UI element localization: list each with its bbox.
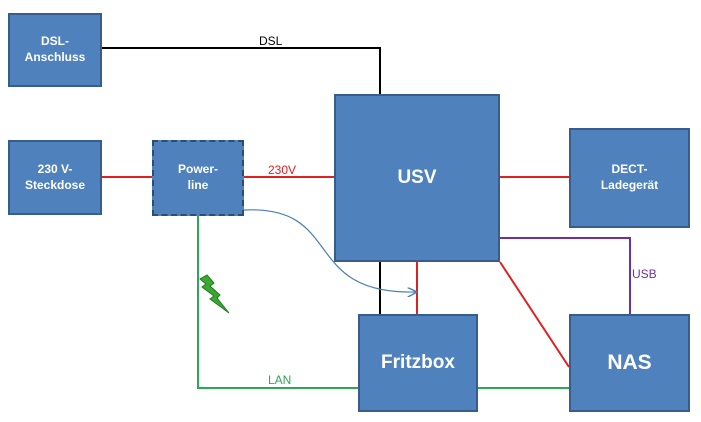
node-fritzbox-label: Fritzbox [381, 351, 455, 373]
node-usv: USV [334, 94, 500, 262]
dsl-line [102, 47, 381, 94]
node-dect-ladegeraet: DECT- Ladegerät [569, 128, 690, 228]
lan-line-powerline-fritzbox [197, 216, 358, 389]
label-usb: USB [632, 267, 657, 281]
label-dsl: DSL [259, 34, 283, 48]
label-lan: LAN [268, 373, 292, 387]
node-powerline-label: Power- line [177, 162, 218, 192]
node-dect-ladegeraet-label: DECT- Ladegerät [600, 162, 659, 192]
node-nas-label: NAS [607, 351, 652, 375]
label-230v: 230V [268, 163, 297, 177]
node-230v-steckdose: 230 V- Steckdose [8, 140, 102, 215]
node-230v-steckdose-label: 230 V- Steckdose [24, 161, 86, 192]
node-dsl-anschluss-label: DSL- Anschluss [24, 34, 86, 64]
node-fritzbox: Fritzbox [358, 314, 478, 412]
usb-line [500, 237, 631, 314]
node-powerline: Power- line [152, 140, 244, 216]
node-nas: NAS [569, 314, 690, 412]
node-dsl-anschluss: DSL- Anschluss [8, 13, 102, 87]
power-line-usv-nas [499, 261, 570, 368]
lightning-icon [199, 274, 230, 314]
wireless-arrow [243, 209, 416, 292]
node-usv-label: USV [397, 166, 437, 188]
